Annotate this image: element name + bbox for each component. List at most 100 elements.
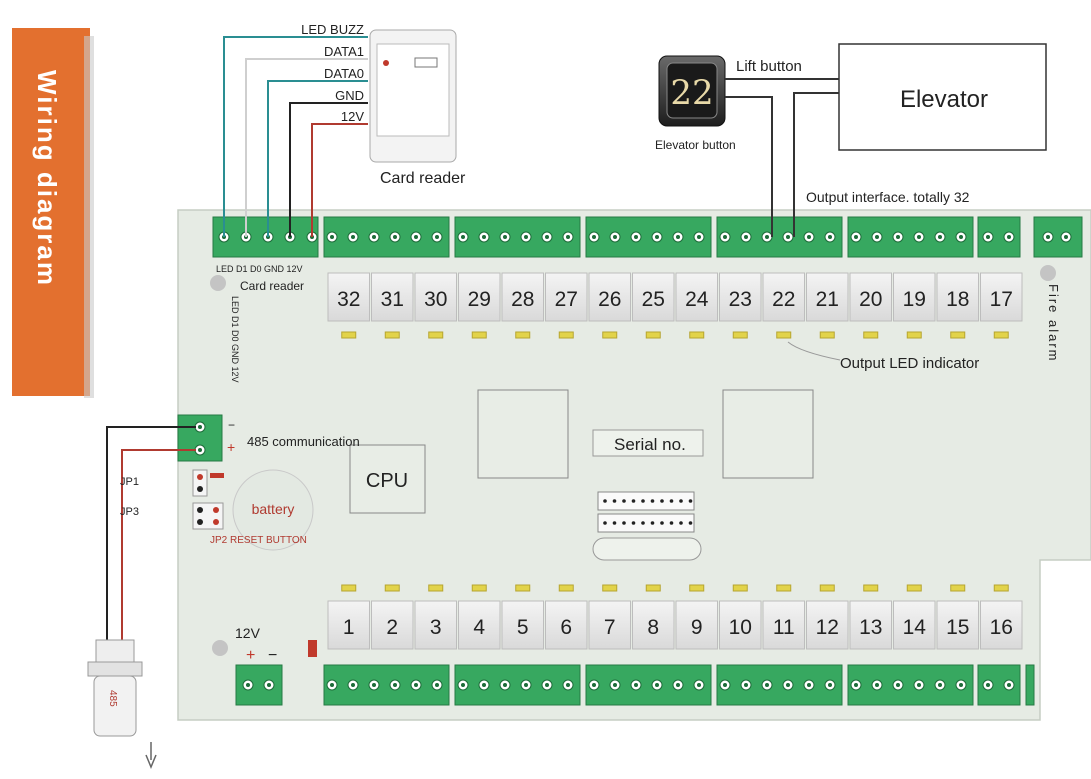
lift-button-label: Lift button [736,58,802,75]
screw [461,683,465,687]
header-pin [612,521,617,525]
header-pin [679,521,683,525]
header-pin [669,521,674,525]
terminal-block [323,664,450,706]
output-led [602,331,618,339]
card-reader-led [383,60,389,66]
screw [613,683,617,687]
terminal-block [323,216,450,258]
title-text: Wiring diagram [32,70,62,287]
screw [723,683,727,687]
bottom-led-row [341,584,1009,592]
output-led [645,584,661,592]
screw [744,235,748,239]
output-number: 9 [691,616,703,639]
screw [524,235,528,239]
screw [1064,235,1068,239]
screw [592,235,596,239]
screw [807,235,811,239]
power-plus: + [246,647,255,664]
output-number: 3 [430,616,442,639]
screw [545,683,549,687]
output-interface-label: Output interface. totally 32 [806,189,970,205]
output-led [602,584,618,592]
terminal-block [454,216,581,258]
header-pin [688,499,693,503]
elevator-box [838,43,1047,151]
mount-hole [1040,265,1056,281]
wire-label: LED BUZZ [301,22,364,37]
jp1-label: JP1 [120,476,139,488]
cpu-label: CPU [366,470,408,492]
output-key [371,600,414,650]
output-led [384,331,400,339]
output-key [936,600,979,650]
screw [634,235,638,239]
screw [198,425,202,429]
output-key [588,600,631,650]
output-number: 5 [517,616,529,639]
output-number: 4 [473,616,485,639]
output-led-label: Output LED indicator [840,355,979,372]
output-led [732,331,748,339]
header-connector [592,491,702,561]
output-led [515,331,531,339]
screw [482,235,486,239]
output-number: 14 [903,616,927,639]
screw [267,683,271,687]
output-key [501,600,544,650]
wire-label: 12V [341,109,364,124]
screw [198,448,202,452]
screw [786,235,790,239]
output-number: 16 [990,616,1013,639]
output-key [719,600,762,650]
output-number: 17 [990,288,1013,311]
screw [393,683,397,687]
screw [655,683,659,687]
output-key [980,272,1023,322]
screw [1046,235,1050,239]
output-number: 10 [729,616,752,639]
chip [722,389,814,479]
jp3-label: JP3 [120,506,139,518]
db9-connector: 485 [87,639,143,737]
header-pin [641,499,645,503]
output-number: 6 [560,616,572,639]
output-key [849,272,892,322]
output-key [936,272,979,322]
mount-hole [212,640,228,656]
output-led [558,331,574,339]
output-key [327,600,370,650]
battery-label: battery [252,501,295,517]
output-number: 12 [816,616,839,639]
screw [1007,235,1011,239]
output-key [762,600,805,650]
output-led [428,331,444,339]
output-number: 1 [343,616,355,639]
screw [461,235,465,239]
output-number: 26 [598,288,621,311]
output-number: 21 [816,288,839,311]
screw [566,683,570,687]
output-led [471,584,487,592]
output-led [819,331,835,339]
header-pin [688,521,693,525]
header-pin [669,499,674,503]
output-led [950,331,966,339]
screw [330,683,334,687]
led-pointer [787,341,841,361]
screw [372,235,376,239]
screw [482,683,486,687]
output-number: 29 [468,288,491,311]
terminal-block [1033,216,1083,258]
screw [545,235,549,239]
output-led [906,331,922,339]
screw [896,683,900,687]
screw [875,683,879,687]
output-key [458,272,501,322]
cpu-chip [349,444,426,514]
screw [697,235,701,239]
jp2-reset-label: JP2 RESET BUTTON [210,535,307,546]
header-pin [650,499,655,503]
